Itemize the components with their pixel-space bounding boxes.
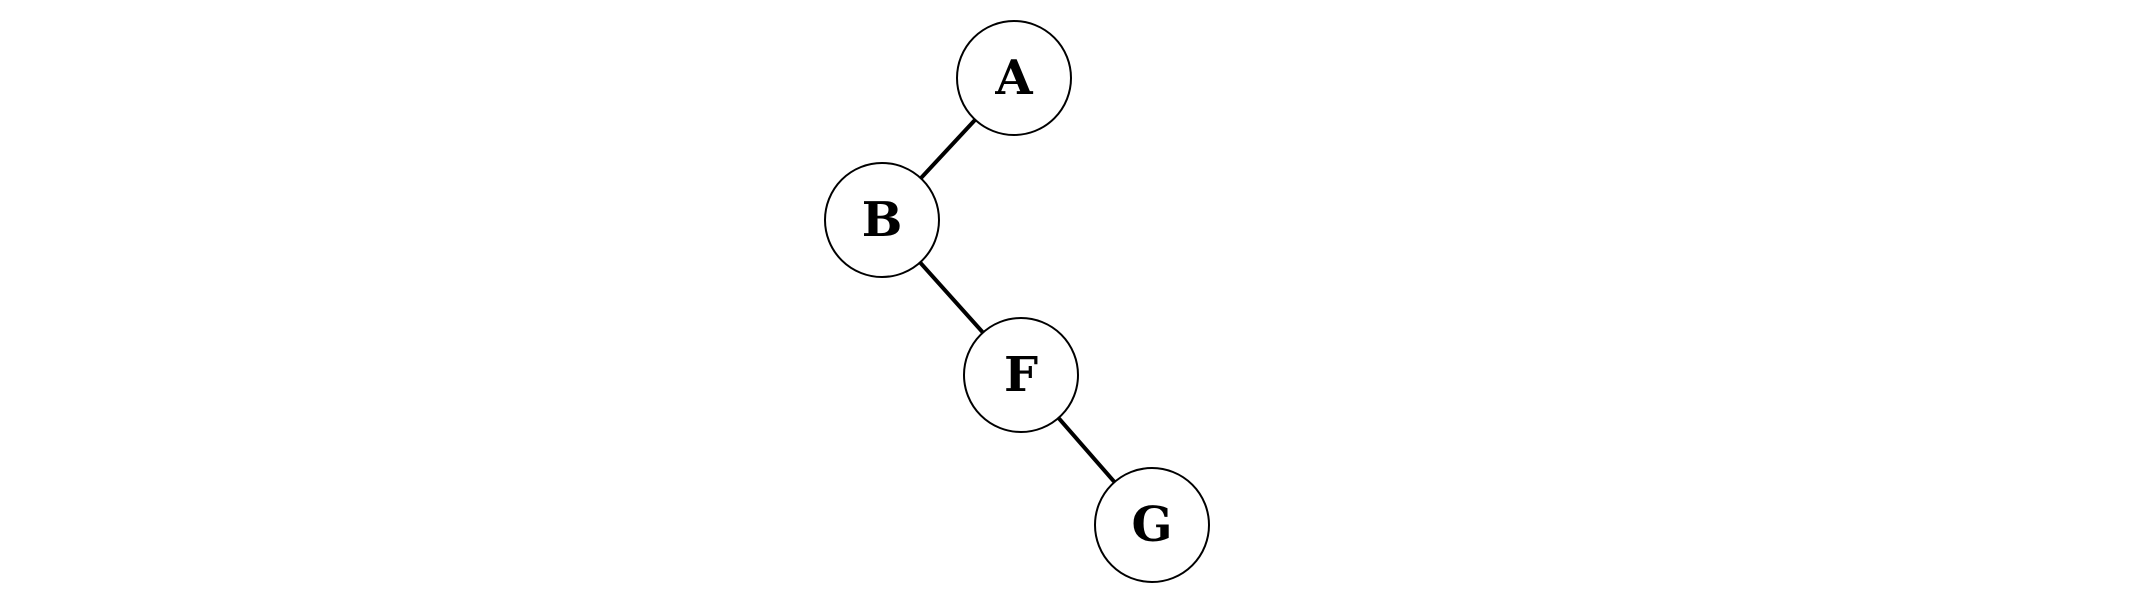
node-circle-B <box>824 162 940 278</box>
node-label-F: F <box>1004 347 1038 403</box>
node-label-B: B <box>862 192 903 248</box>
node-G: G <box>1094 467 1210 583</box>
edges-layer <box>880 76 1154 527</box>
node-label-G: G <box>1132 497 1173 553</box>
node-label-A: A <box>994 50 1033 106</box>
node-F: F <box>963 317 1079 433</box>
nodes-layer: A B F G <box>824 20 1210 583</box>
node-A: A <box>956 20 1072 136</box>
node-circle-G <box>1094 467 1210 583</box>
node-B: B <box>824 162 940 278</box>
node-circle-A <box>956 20 1072 136</box>
node-circle-F <box>963 317 1079 433</box>
